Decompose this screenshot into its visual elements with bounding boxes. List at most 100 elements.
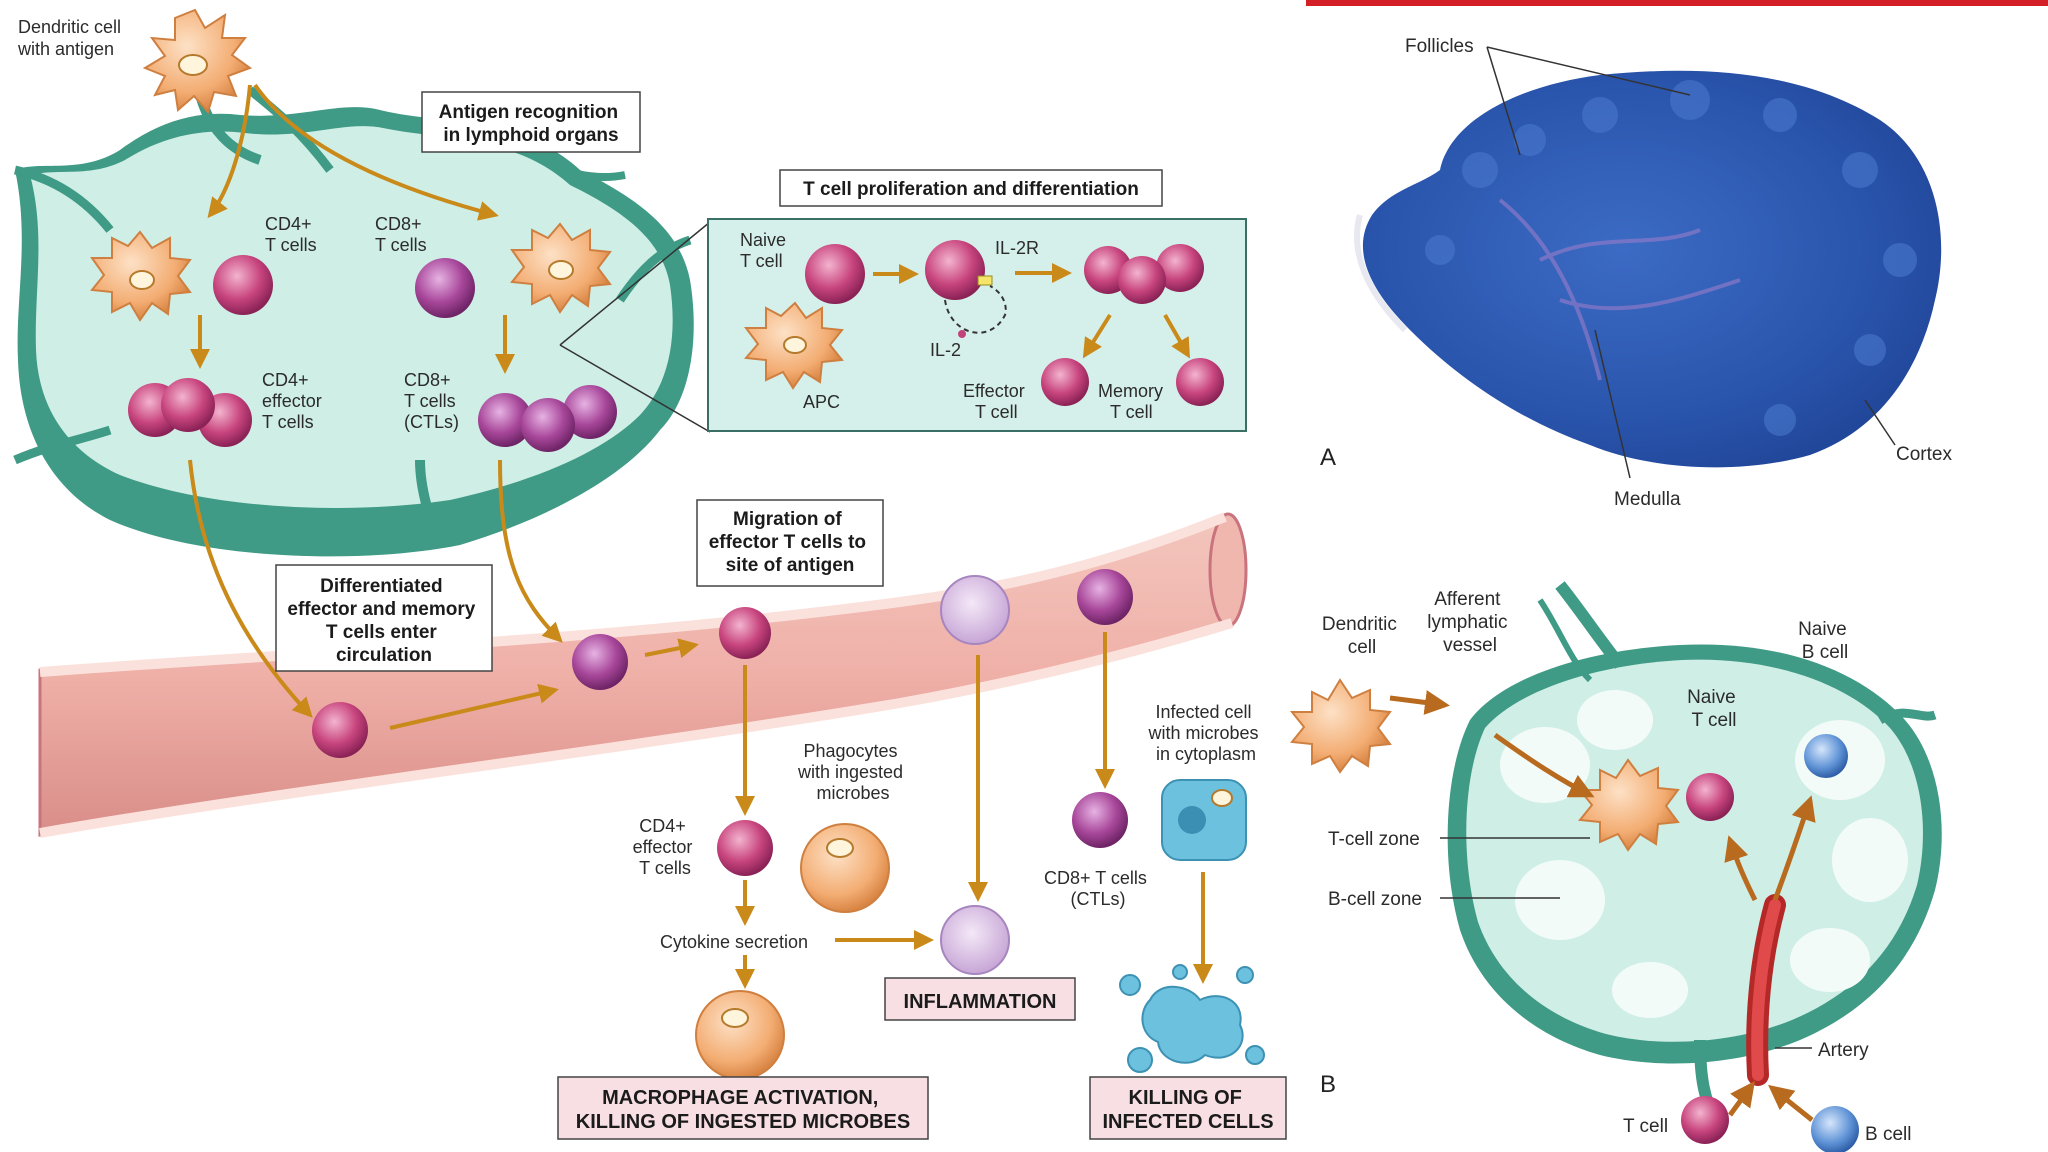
cd8-t-cells-label: CD8+ T cells <box>375 214 427 255</box>
follicle-spots <box>1425 80 1917 436</box>
il2-molecule <box>958 330 966 338</box>
circulating-t-cell <box>572 634 628 690</box>
inset-memory-t-cell <box>1176 358 1224 406</box>
arrow <box>207 84 252 219</box>
dendritic-cell-b <box>1289 678 1392 774</box>
cd4-effector-t-cells <box>128 378 252 447</box>
blood-b-cell <box>1811 1106 1859 1152</box>
arrow <box>1163 314 1190 359</box>
ingested-microbe <box>826 838 854 858</box>
arrow <box>188 459 313 718</box>
cd8-t-cell <box>415 258 475 318</box>
arrow <box>389 683 559 730</box>
cd4-t-cell <box>213 255 273 315</box>
afferent-label: Afferent lymphatic vessel <box>1427 589 1513 656</box>
phagocyte <box>800 823 890 913</box>
afferent-lymphatic-b <box>1877 708 1937 724</box>
cd8-effector-t-cells <box>478 385 617 452</box>
circulating-t-cell <box>719 607 771 659</box>
apc-label: APC <box>803 392 840 412</box>
afferent-lymphatic <box>14 165 114 233</box>
cytokine-secretion-label: Cytokine secretion <box>660 932 808 952</box>
inset-leader <box>559 344 711 433</box>
inset-proliferating-t-cell <box>1156 244 1204 292</box>
afferent-lymphatic <box>13 425 112 465</box>
arrow <box>498 459 563 643</box>
killing-infected-label: KILLING OF INFECTED CELLS <box>1102 1087 1273 1133</box>
panel-a-letter: A <box>1320 444 1336 471</box>
red-header-bar <box>1306 0 2048 6</box>
dendritic-cell-top <box>142 8 253 115</box>
circulation-label: Differentiated effector and memory T cel… <box>287 576 480 666</box>
cd8-ctls-label: CD8+ T cells (CTLs) <box>404 370 461 432</box>
arrow <box>644 638 699 658</box>
cd4-effector-tissue-label: CD4+ effector T cells <box>633 816 698 878</box>
blood-vessel-opening <box>1208 512 1248 628</box>
b-cell-label: B cell <box>1865 1124 1911 1145</box>
inset-proliferating-t-cell <box>1118 256 1166 304</box>
circulating-t-cell <box>1077 569 1133 625</box>
artery-label: Artery <box>1818 1040 1869 1061</box>
follicles-leader <box>1486 46 1521 156</box>
section-edge <box>1354 214 1408 333</box>
inset-naive-t-cell-label: Naive T cell <box>740 230 791 271</box>
inset-leader <box>559 221 711 346</box>
cytoplasmic-microbe <box>1211 789 1233 807</box>
arrow <box>1772 795 1816 901</box>
blood-t-cell <box>1681 1096 1729 1144</box>
antigen-recognition-label: Antigen recognition in lymphoid organs <box>439 102 624 146</box>
naive-b-cell-label: Naive B cell <box>1798 619 1852 663</box>
migration-label: Migration of effector T cells to site of… <box>709 509 872 576</box>
naive-t-cell-b-label: Naive T cell <box>1687 687 1741 731</box>
tissue-cd8-ctl <box>1072 792 1128 848</box>
infected-cell-nucleus <box>1178 806 1206 834</box>
arrow <box>1493 732 1595 798</box>
arrow <box>1389 690 1450 715</box>
antigen-recognition-box <box>421 91 641 153</box>
right-bottom-panel: Dendritic cell Afferent lymphatic vessel… <box>1289 581 1942 1152</box>
b-cell-zone-label: B-cell zone <box>1328 889 1422 910</box>
cd4-effector-label: CD4+ effector T cells <box>262 370 327 432</box>
migration-box <box>696 499 884 587</box>
proliferation-title-box <box>779 169 1163 207</box>
arrow <box>1724 835 1758 902</box>
phagocytes-label: Phagocytes with ingested microbes <box>797 741 908 803</box>
circulating-t-cell <box>312 702 368 758</box>
artery-lumen <box>1751 899 1781 1081</box>
neutrophil <box>940 575 1010 645</box>
vessel-endothelium-bottom <box>39 618 1234 838</box>
arrow <box>253 83 499 221</box>
dendritic-cell-b-label: Dendritic cell <box>1322 614 1402 658</box>
proliferation-title: T cell proliferation and differentiation <box>803 179 1139 200</box>
inflammation-neutrophil <box>940 905 1010 975</box>
ingested-microbe <box>721 1008 749 1028</box>
afferent-lymphatic-b <box>1555 581 1625 669</box>
il2r-label: IL-2R <box>995 238 1039 258</box>
apoptotic-infected-cell <box>1119 964 1265 1073</box>
medulla-label: Medulla <box>1614 489 1681 510</box>
circulation-box <box>275 564 493 672</box>
lymph-node-section <box>1362 70 1942 468</box>
panel-b-letter: B <box>1320 1071 1336 1098</box>
dendritic-cell-cd8 <box>510 222 612 314</box>
inflammation-label: INFLAMMATION <box>904 991 1057 1013</box>
efferent-lymphatic <box>415 459 445 547</box>
killing-infected-box <box>1089 1076 1287 1140</box>
inset-antigen <box>783 336 807 354</box>
cortex-label: Cortex <box>1896 444 1952 465</box>
naive-t-cell-b <box>1686 773 1734 821</box>
inset-effector-t-cell <box>1041 358 1089 406</box>
inset-naive-t-cell <box>805 244 865 304</box>
naive-b-cell-b <box>1804 734 1848 778</box>
blood-vessel <box>38 512 1248 838</box>
effector-t-cell-label: Effector T cell <box>963 381 1030 422</box>
tissue-arrows <box>735 632 1213 989</box>
arrow <box>1727 1080 1755 1117</box>
cd4-t-cells-label: CD4+ T cells <box>265 214 317 255</box>
afferent-lymphatic <box>559 166 626 182</box>
il2-label: IL-2 <box>930 340 961 360</box>
t-cell-zone-label: T-cell zone <box>1328 829 1420 850</box>
lymph-node <box>13 86 694 557</box>
dendritic-cell-cd4 <box>90 230 192 322</box>
